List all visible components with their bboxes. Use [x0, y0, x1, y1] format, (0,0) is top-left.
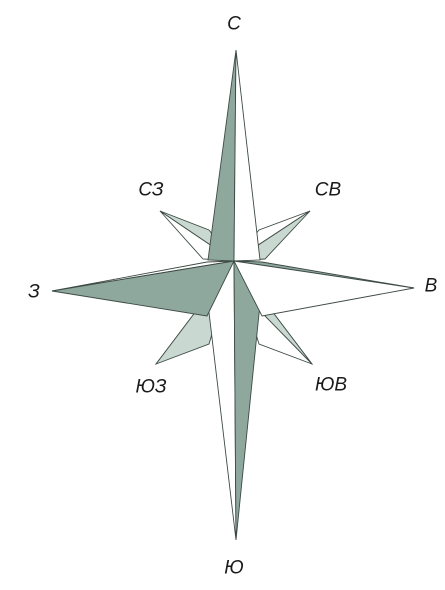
west-label: З [28, 283, 40, 302]
south-label: Ю [224, 559, 243, 578]
east-label: В [425, 277, 438, 296]
ray-north-left [208, 50, 236, 261]
southeast-label: ЮВ [315, 376, 347, 395]
ray-north-right [234, 50, 260, 261]
northwest-label: СЗ [138, 181, 163, 200]
north-label: С [227, 15, 241, 34]
southwest-label: ЮЗ [135, 378, 166, 397]
northeast-label: СВ [315, 181, 341, 200]
ray-east-bottom [234, 261, 414, 316]
ray-west-bottom [52, 261, 234, 316]
cardinal-rays [52, 50, 414, 540]
